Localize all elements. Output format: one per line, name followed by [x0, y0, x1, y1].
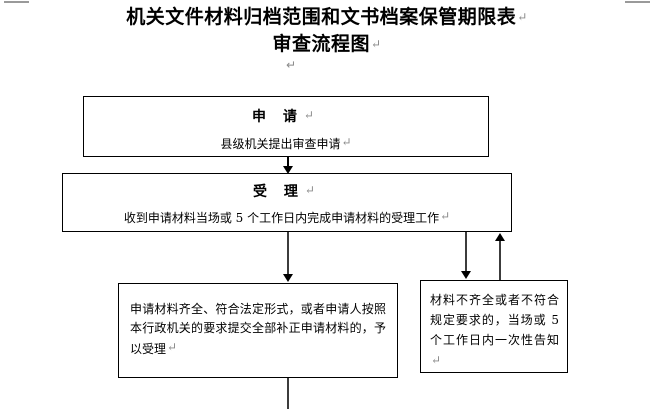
title-line-1: 机关文件材料归档范围和文书档案保管期限表↵: [0, 4, 654, 31]
title-line-2-text: 审查流程图: [272, 33, 370, 55]
arrowhead-down-icon: [283, 274, 293, 282]
arrowhead-up-icon: [495, 233, 505, 241]
page-margin-mark-left: [4, 1, 29, 3]
flow-node-rejected: 材料不齐全或者不符合规定要求的，当场或 5 个工作日内一次性告知 ↵: [420, 280, 568, 373]
flow-node-apply-body: 县级机关提出审查申请↵: [84, 135, 488, 152]
title-line-1-text: 机关文件材料归档范围和文书档案保管期限表: [126, 6, 517, 28]
flow-node-accept-heading-text: 受 理: [253, 184, 304, 200]
connector-apply-to-accept: [287, 157, 289, 169]
flow-node-accepted: 申请材料齐全、符合法定形式，或者申请人按照本行政机关的要求提交全部补正申请材料的…: [118, 283, 398, 378]
connector-accept-to-accepted: [287, 232, 289, 276]
flow-node-accept: 受 理↵ 收到申请材料当场或 5 个工作日内完成申请材料的受理工作↵: [62, 173, 512, 232]
flow-node-accepted-text: 申请材料齐全、符合法定形式，或者申请人按照本行政机关的要求提交全部补正申请材料的…: [130, 300, 386, 359]
flow-node-apply-body-text: 县级机关提出审查申请: [220, 137, 341, 151]
paragraph-mark-icon: ↵: [431, 353, 442, 367]
paragraph-mark-icon: ↵: [517, 10, 528, 24]
flow-node-rejected-text-value: 材料不齐全或者不符合规定要求的，当场或 5 个工作日内一次性告知: [430, 293, 559, 347]
connector-rejected-to-accept: [499, 240, 501, 280]
paragraph-mark-icon: ↵: [304, 183, 321, 197]
page-margin-mark-right: [625, 1, 650, 3]
paragraph-mark-icon: ↵: [286, 58, 297, 72]
flow-node-apply: 申 请↵ 县级机关提出审查申请↵: [83, 96, 489, 157]
paragraph-mark-icon: ↵: [303, 108, 320, 122]
connector-accept-to-rejected: [465, 232, 467, 273]
arrowhead-down-icon: [283, 166, 293, 174]
paragraph-mark-icon: ↵: [440, 209, 451, 223]
connector-accepted-to-next: [287, 378, 289, 409]
flow-node-accept-heading: 受 理↵: [63, 181, 511, 201]
flow-node-accept-body-text: 收到申请材料当场或 5 个工作日内完成申请材料的受理工作: [123, 211, 440, 225]
document-title: 机关文件材料归档范围和文书档案保管期限表↵ 审查流程图↵: [0, 4, 654, 58]
flow-node-rejected-text: 材料不齐全或者不符合规定要求的，当场或 5 个工作日内一次性告知 ↵: [430, 290, 559, 372]
arrowhead-down-icon: [461, 271, 471, 279]
paragraph-mark-icon: ↵: [370, 37, 382, 51]
flow-node-accepted-text-value: 申请材料齐全、符合法定形式，或者申请人按照本行政机关的要求提交全部补正申请材料的…: [130, 302, 386, 356]
flow-node-apply-heading: 申 请↵: [84, 106, 488, 126]
flow-node-apply-heading-text: 申 请: [252, 109, 303, 125]
flow-node-accept-body: 收到申请材料当场或 5 个工作日内完成申请材料的受理工作↵: [63, 209, 511, 226]
paragraph-mark-icon: ↵: [167, 340, 178, 354]
title-line-2: 审查流程图↵: [0, 31, 654, 58]
paragraph-mark-icon: ↵: [341, 135, 352, 149]
